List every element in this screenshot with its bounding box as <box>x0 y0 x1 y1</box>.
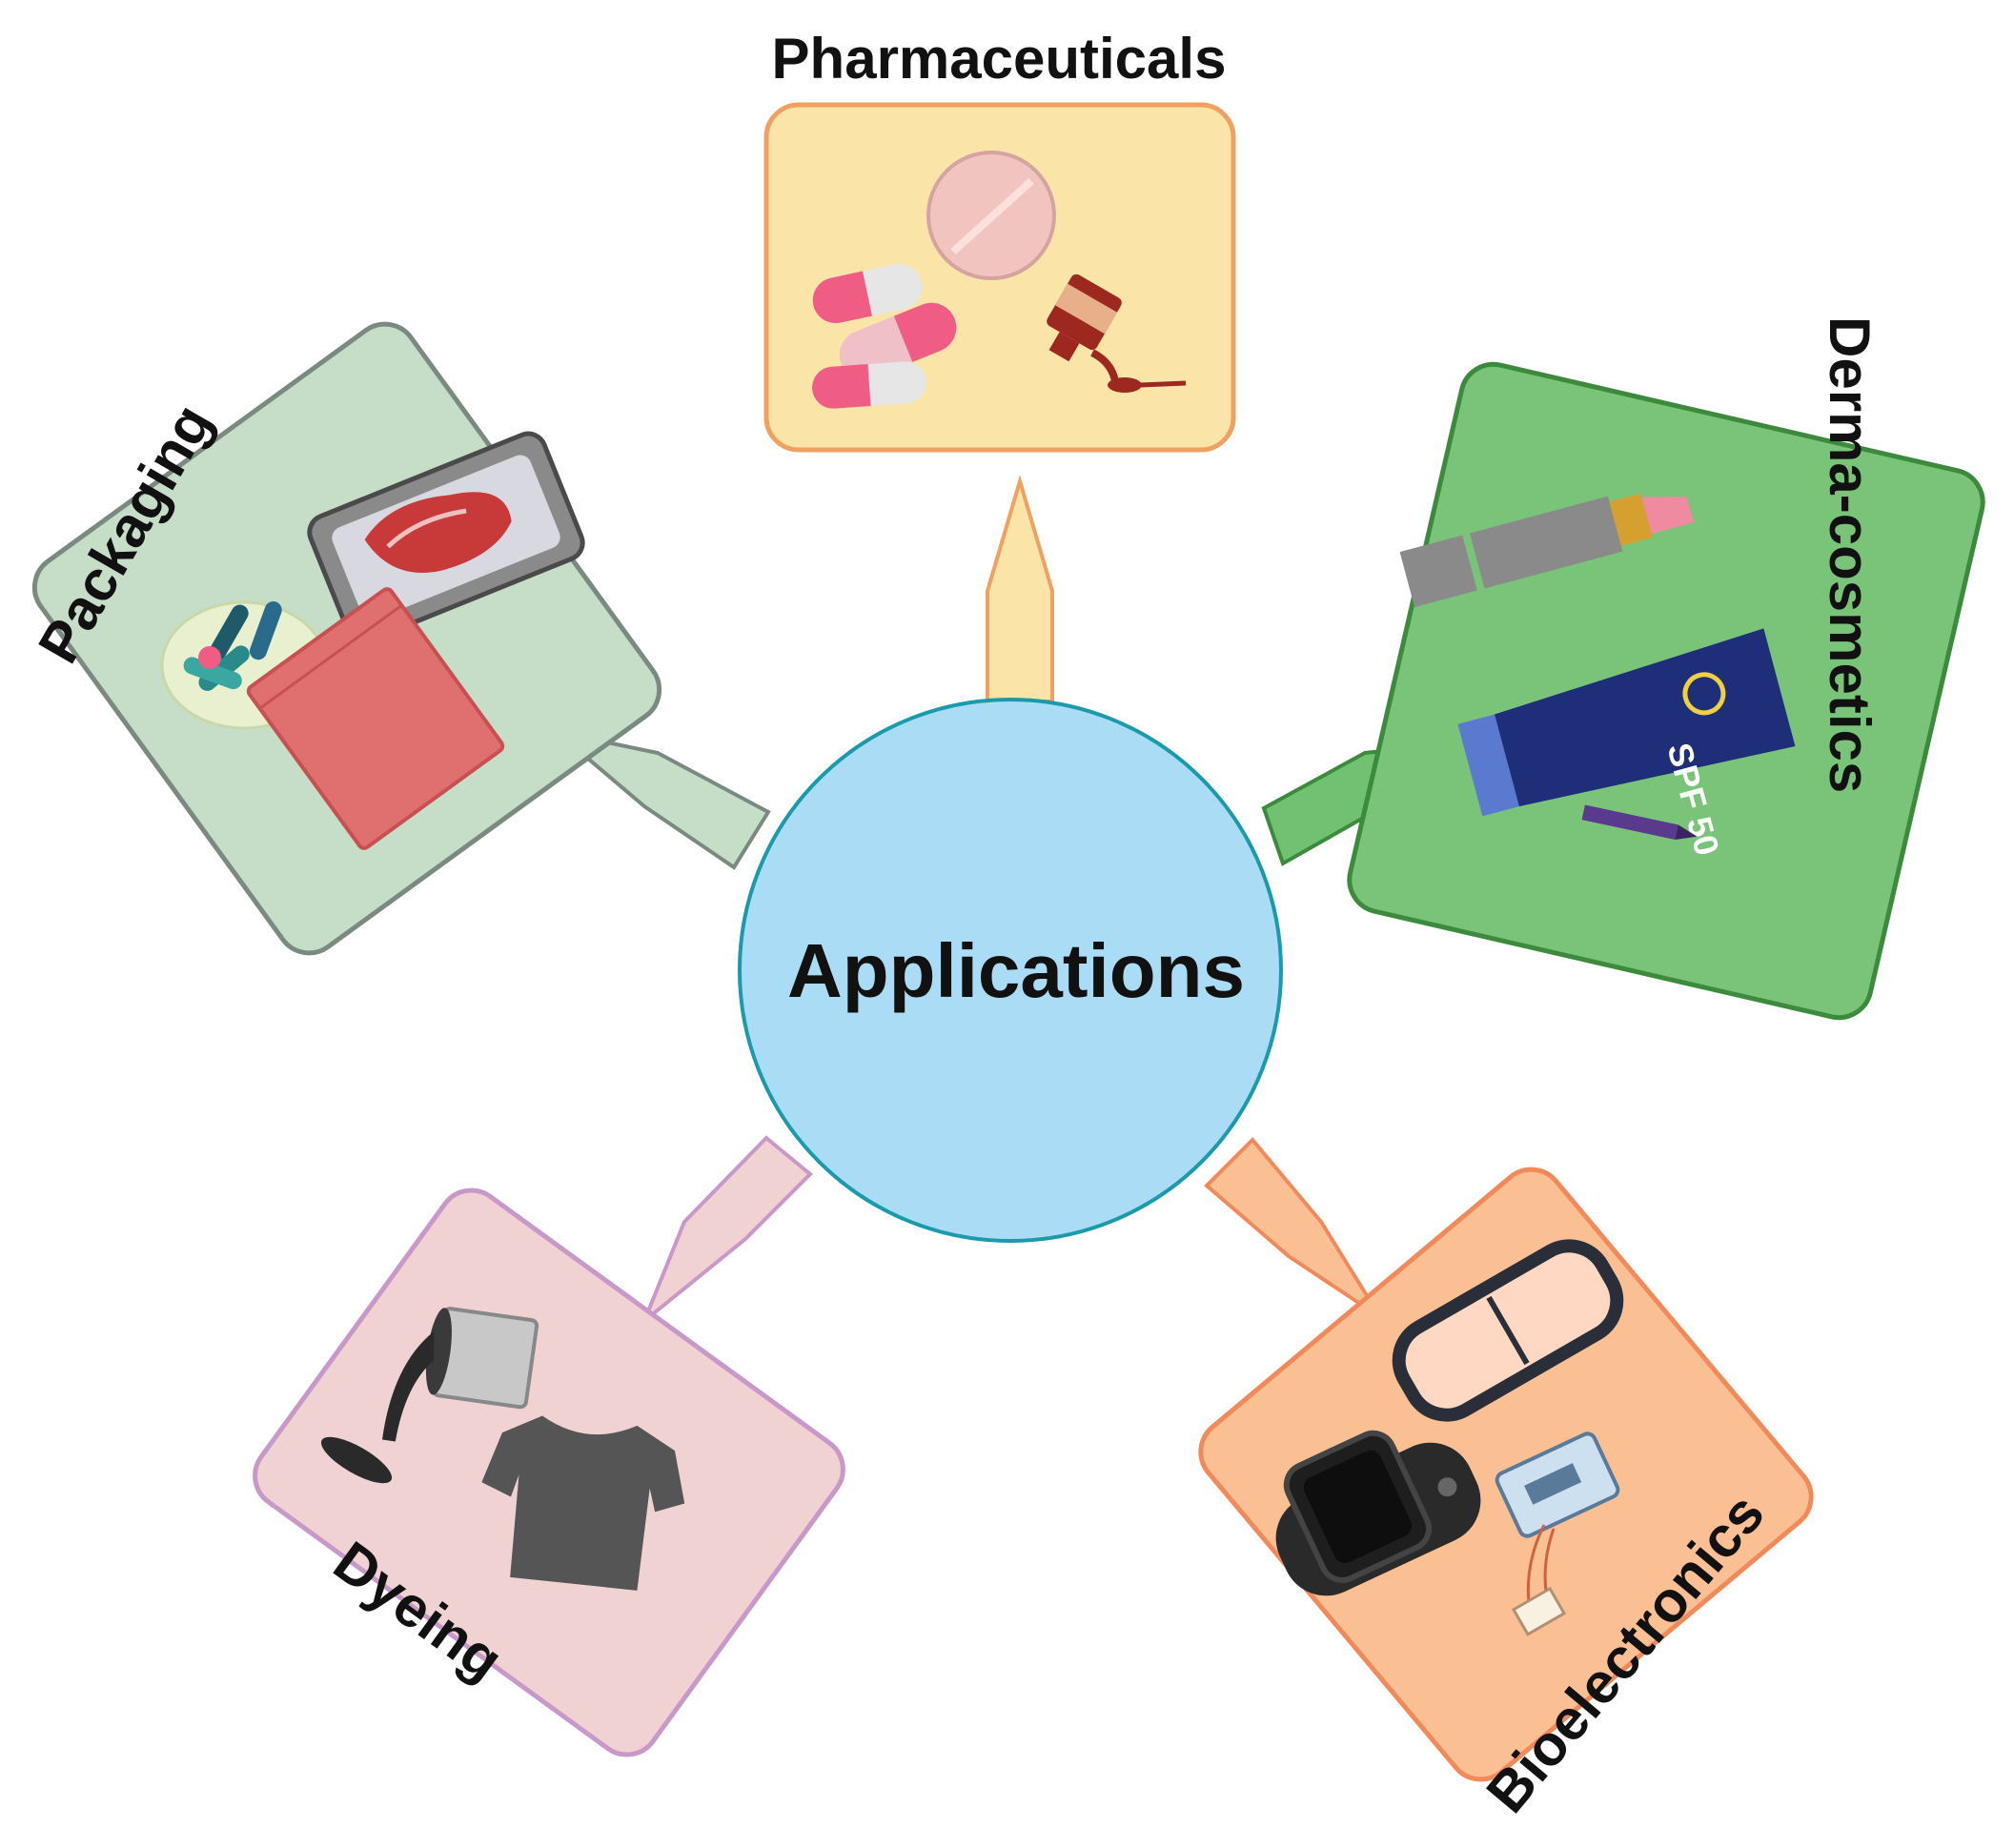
category-derma-cosmetics: SPF 50 Derma-cosmetics <box>1347 316 1985 1021</box>
goggles-icon <box>1392 1239 1624 1422</box>
derma-cosmetics-label: Derma-cosmetics <box>1818 316 1882 793</box>
capsule-icon <box>839 302 957 380</box>
pharmaceuticals-label: Pharmaceuticals <box>772 27 1227 91</box>
arrow-pharmaceuticals <box>986 474 1054 703</box>
capsule-icon <box>812 361 926 409</box>
category-bioelectronics: Bioelectronics <box>1198 1167 1814 1824</box>
category-pharmaceuticals: Pharmaceuticals <box>763 27 1236 453</box>
spoon-icon <box>1090 349 1187 393</box>
center-label: Applications <box>787 928 1245 1013</box>
paint-puddle-icon <box>320 1436 393 1484</box>
arrow-dyeing <box>640 1135 813 1328</box>
category-dyeing: Dyeing <box>253 1188 845 1757</box>
plastic-bag-icon <box>246 587 505 850</box>
lipstick-icon <box>1399 493 1695 608</box>
category-packaging: Packaging <box>26 321 662 956</box>
capsule-icon <box>812 263 923 324</box>
sensor-device-icon <box>1495 1432 1620 1636</box>
arrow-packaging <box>555 730 771 870</box>
t-shirt-icon <box>481 1415 685 1591</box>
smartwatch-icon <box>1275 1430 1481 1596</box>
arrow-bioelectronics <box>1204 1137 1382 1319</box>
eyeliner-pencil-icon <box>1581 804 1698 840</box>
center-circle <box>738 698 1283 1243</box>
paint-can-icon <box>381 1307 539 1442</box>
center-node: Applications <box>738 698 1283 1243</box>
syrup-bottle-icon <box>1047 274 1122 362</box>
meat-tray-icon <box>307 431 585 644</box>
pill-tablet-icon <box>926 151 1056 280</box>
